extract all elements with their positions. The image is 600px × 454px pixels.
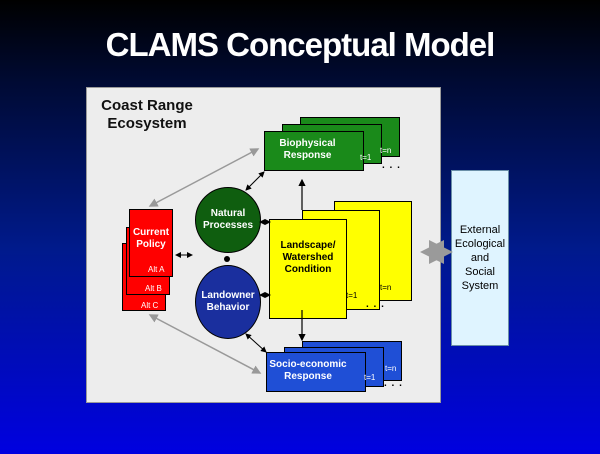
socio-label-line1: Socio-economic xyxy=(269,359,347,370)
slide-title: CLAMS Conceptual Model xyxy=(105,26,496,63)
external-line2: Ecological xyxy=(454,238,506,250)
socio-tn: t=n xyxy=(385,364,397,373)
external-line1: External xyxy=(459,224,501,236)
biophysical-dots: . . . xyxy=(382,160,401,171)
policy-alt-a: Alt A xyxy=(148,265,165,274)
landowner-label-line1: Landowner xyxy=(201,290,255,301)
biophysical-card-front xyxy=(264,131,364,171)
connector-dot xyxy=(224,256,230,262)
policy-label: Current Policy xyxy=(129,227,173,251)
ecosystem-label-line1: Coast Range xyxy=(101,97,193,114)
biophysical-label-line2: Response xyxy=(283,150,332,161)
biophysical-label-line1: Biophysical xyxy=(279,138,336,149)
landscape-tn: t=n xyxy=(380,283,392,292)
policy-alt-b: Alt B xyxy=(145,284,162,293)
landowner-behavior-node: Landowner Behavior xyxy=(195,265,261,339)
landscape-label-line2: Watershed xyxy=(282,252,334,263)
external-system-label: External Ecological and Social System xyxy=(455,223,505,293)
natural-label-line1: Natural xyxy=(210,208,246,219)
landowner-label-line2: Behavior xyxy=(206,302,250,313)
ecosystem-label-line2: Ecosystem xyxy=(107,115,187,132)
landscape-label: Landscape/ Watershed Condition xyxy=(270,240,346,276)
biophysical-t1: t=1 xyxy=(360,153,372,162)
biophysical-tn: t=n xyxy=(380,146,392,155)
landscape-t1: t=1 xyxy=(346,291,358,300)
policy-card-front xyxy=(129,209,173,277)
policy-alt-c: Alt C xyxy=(141,301,159,310)
external-line4: Social xyxy=(465,266,495,278)
external-system-box: External Ecological and Social System xyxy=(451,170,509,346)
biophysical-label: Biophysical Response xyxy=(270,138,345,162)
landscape-label-line3: Condition xyxy=(284,264,332,275)
socio-dots: . . . xyxy=(384,378,403,389)
ecosystem-label: Coast Range Ecosystem xyxy=(92,97,202,133)
policy-label-line1: Current xyxy=(132,227,170,238)
natural-label-line2: Processes xyxy=(202,220,254,231)
socio-card-front xyxy=(266,352,366,392)
external-line5: System xyxy=(461,280,499,292)
policy-label-line2: Policy xyxy=(136,239,166,250)
external-line3: and xyxy=(470,252,490,264)
socio-label-line2: Response xyxy=(284,371,332,382)
socio-t1: t=1 xyxy=(364,373,376,382)
natural-processes-node: Natural Processes xyxy=(195,187,261,253)
socio-label: Socio-economic Response xyxy=(266,359,350,383)
landscape-dots: . . . xyxy=(366,299,385,310)
landscape-label-line1: Landscape/ xyxy=(280,240,336,251)
landscape-card-front xyxy=(269,219,347,319)
